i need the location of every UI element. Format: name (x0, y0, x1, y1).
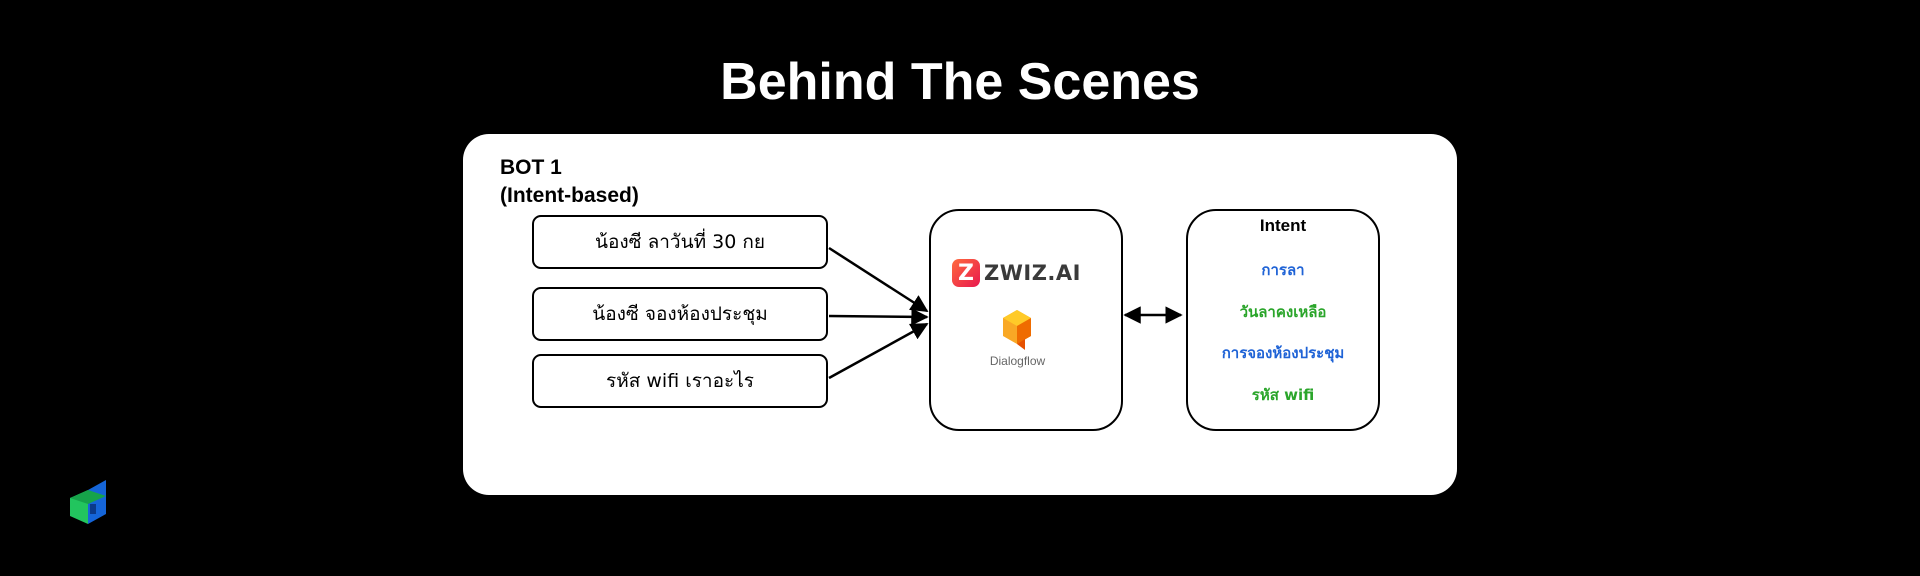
bot-title: BOT 1 (Intent-based) (500, 154, 639, 210)
intent-item-leave: การลา (1261, 261, 1305, 279)
brand-logo-icon (70, 480, 106, 524)
intent-item-leave-balance: วันลาคงเหลือ (1239, 303, 1327, 321)
zwiz-label: ZWIZ.AI (984, 261, 1081, 285)
arrow-wifi-to-nlu (828, 322, 929, 380)
intent-box (1186, 209, 1380, 431)
bot-title-line2: (Intent-based) (500, 184, 639, 207)
intent-item-meeting-room: การจองห้องประชุม (1221, 344, 1345, 362)
zwiz-icon: Z (952, 259, 980, 287)
zwiz-logo: Z ZWIZ.AI (952, 258, 1081, 288)
message-box-leave: น้องซี ลาวันที่ 30 กย (532, 215, 828, 269)
intent-item-wifi: รหัส wifi (1251, 386, 1315, 404)
bot-title-line1: BOT 1 (500, 156, 562, 179)
arrow-leave-to-nlu (828, 246, 929, 313)
arrow-meeting-to-nlu (828, 308, 929, 326)
dialogflow-label: Dialogflow (989, 354, 1046, 368)
page-title: Behind The Scenes (720, 53, 1200, 111)
intent-heading: Intent (1259, 216, 1307, 235)
message-box-meeting-room: น้องซี จองห้องประชุม (532, 287, 828, 341)
message-box-wifi: รหัส wifi เราอะไร (532, 354, 828, 408)
dialogflow-icon (1003, 310, 1031, 350)
